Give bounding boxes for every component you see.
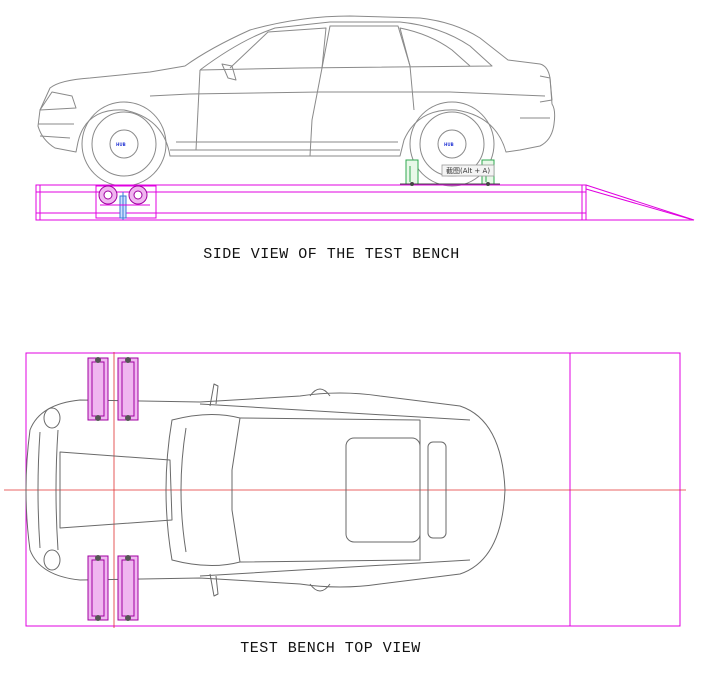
screenshot-tooltip: 截图(Alt + A) <box>441 164 495 177</box>
car-top-outline <box>25 383 506 597</box>
side-view: HUB HUB <box>35 15 695 221</box>
rear-hub-label: HUB <box>444 142 454 147</box>
roller-unit-side <box>95 185 157 220</box>
top-view-caption: TEST BENCH TOP VIEW <box>240 640 421 657</box>
car-side-outline <box>37 15 556 157</box>
side-view-caption: SIDE VIEW OF THE TEST BENCH <box>203 246 460 263</box>
roller-set-top-lower <box>87 555 139 621</box>
top-view <box>4 352 686 628</box>
roller-set-top-upper <box>87 357 139 421</box>
bench-frame-side <box>35 184 695 221</box>
front-hub-label: HUB <box>116 142 126 147</box>
tooltip-label: 截图(Alt + A) <box>446 166 490 175</box>
